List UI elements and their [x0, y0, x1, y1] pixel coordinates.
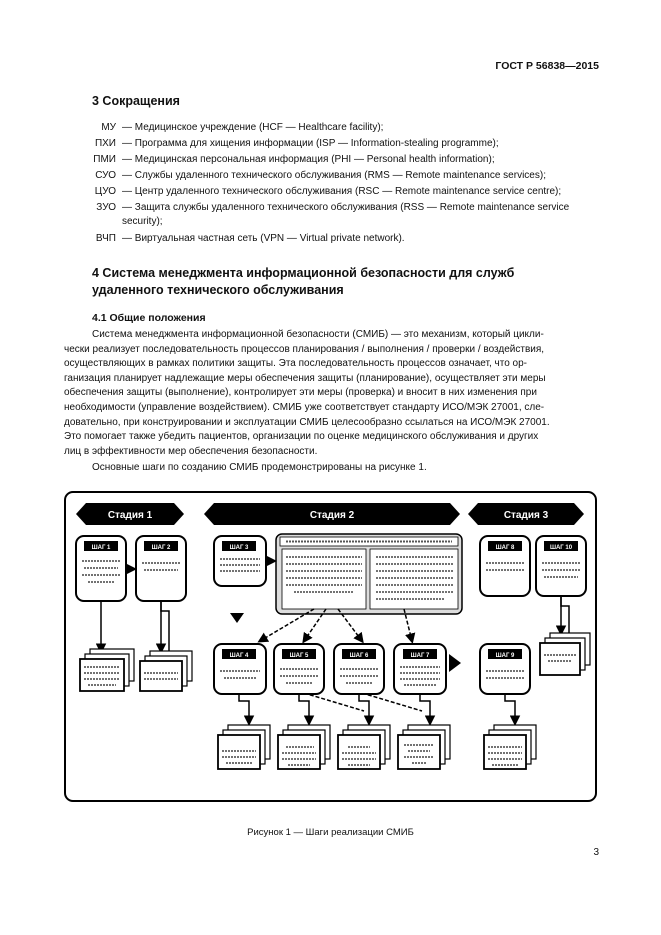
- stage-3-banner: [468, 503, 584, 525]
- abbreviation-definition: — Программа для хищения информации (ISP …: [122, 138, 499, 149]
- step-3-box: ШАГ 3: [213, 535, 267, 587]
- step-6-box: ШАГ 6: [333, 643, 385, 695]
- abbreviation-row: ВЧП — Виртуальная частная сеть (VPN — Vi…: [60, 232, 605, 246]
- abbreviation-term: ЗУО: [96, 202, 116, 213]
- step-6-label: ШАГ 6: [350, 653, 369, 659]
- step-4-box: ШАГ 4: [213, 643, 267, 695]
- paragraph-line: осуществляющих в рамках политики защиты.…: [64, 358, 527, 370]
- step-9-label: ШАГ 9: [496, 653, 515, 659]
- step-7-label: ШАГ 7: [411, 653, 430, 659]
- step-1-box: ШАГ 1: [75, 535, 127, 602]
- flow-arrowhead: [230, 613, 244, 623]
- abbreviation-row: ПХИ — Программа для хищения информации (…: [60, 137, 605, 151]
- step-2-box: ШАГ 2: [135, 535, 187, 602]
- abbreviation-term: ПХИ: [94, 138, 116, 149]
- abbreviation-term: МУ: [101, 122, 116, 133]
- abbreviation-definition: — Центр удаленного технического обслужив…: [122, 186, 562, 197]
- abbreviation-term: ЦУО: [94, 186, 116, 197]
- document-stack-step-2: [139, 650, 193, 692]
- document-stack-step-1: [79, 648, 135, 692]
- abbreviation-term: СУО: [95, 170, 116, 181]
- document-stack-step-7: [397, 724, 451, 770]
- paragraph-line: Система менеджмента информационной безоп…: [92, 329, 544, 340]
- paragraph-line: довательно, при конструировании и эксплу…: [64, 416, 550, 428]
- abbreviation-row: МУ — Медицинское учреждение (HCF — Healt…: [60, 121, 605, 135]
- stage-1-label: Стадия 1: [108, 510, 153, 521]
- paragraph-line: обеспечения защиты (выполнение), контрол…: [64, 387, 537, 399]
- stage-2-banner: [204, 503, 460, 525]
- step-10-box: ШАГ 10: [535, 535, 587, 597]
- paragraph-line: ганизация планирует надлежащие меры обес…: [64, 372, 546, 384]
- step-4-label: ШАГ 4: [230, 653, 249, 659]
- section-3-heading: 3 Сокращения: [92, 94, 180, 108]
- abbreviation-definition: — Медицинская персональная информация (P…: [122, 154, 495, 165]
- abbreviation-row: ПМИ — Медицинская персональная информаци…: [60, 153, 605, 167]
- step-3-details-panel: [275, 533, 463, 615]
- stage-2-label: Стадия 2: [310, 510, 355, 521]
- step-8-label: ШАГ 8: [496, 545, 515, 551]
- document-stack-step-10: [539, 632, 591, 676]
- isms-steps-diagram: Стадия 1 Стадия 2 Стадия 3 ШАГ 1 ШАГ 2 Ш…: [64, 491, 597, 802]
- abbreviation-definition: — Защита службы удаленного технического …: [122, 202, 570, 227]
- step-5-box: ШАГ 5: [273, 643, 325, 695]
- paragraph-line: Это помогает также убедить пациентов, ор…: [64, 431, 539, 443]
- abbreviation-row: ЗУО — Защита службы удаленного техническ…: [60, 201, 605, 229]
- figure-reference-paragraph: Основные шаги по созданию СМИБ продемонс…: [92, 462, 427, 473]
- document-stack-step-9: [483, 724, 537, 770]
- paragraph-line: чески реализует последовательность проце…: [64, 343, 545, 355]
- document-standard-number: ГОСТ Р 56838—2015: [495, 60, 599, 72]
- section-4-heading: 4 Система менеджмента информационной без…: [92, 266, 515, 297]
- flow-arrowhead: [449, 654, 461, 672]
- step-1-label: ШАГ 1: [92, 545, 111, 551]
- step-10-label: ШАГ 10: [550, 545, 573, 551]
- body-paragraph: Система менеджмента информационной безоп…: [64, 328, 602, 459]
- step-2-label: ШАГ 2: [152, 545, 171, 551]
- document-stack-step-5: [277, 724, 331, 770]
- abbreviation-definition: — Службы удаленного технического обслужи…: [122, 170, 546, 181]
- stage-1-banner: [76, 503, 184, 525]
- step-5-label: ШАГ 5: [290, 653, 309, 659]
- step-8-box: ШАГ 8: [479, 535, 531, 597]
- document-stack-step-6: [337, 724, 391, 770]
- stage-3-label: Стадия 3: [504, 510, 549, 521]
- abbreviation-term: ПМИ: [93, 154, 116, 165]
- document-stack-step-4: [217, 724, 271, 770]
- abbreviation-row: ЦУО — Центр удаленного технического обсл…: [60, 185, 605, 199]
- abbreviation-definition: — Виртуальная частная сеть (VPN — Virtua…: [122, 233, 405, 244]
- page-number: 3: [593, 847, 599, 858]
- abbreviation-row: СУО — Службы удаленного технического обс…: [60, 169, 605, 183]
- abbreviation-term: ВЧП: [95, 233, 116, 244]
- diagram-frame: [64, 491, 597, 802]
- step-9-box: ШАГ 9: [479, 643, 531, 695]
- figure-caption: Рисунок 1 — Шаги реализации СМИБ: [247, 827, 414, 838]
- abbreviation-definition: — Медицинское учреждение (HCF — Healthca…: [122, 122, 384, 133]
- paragraph-line: необходимости (управление воздействием).…: [64, 401, 545, 413]
- step-3-label: ШАГ 3: [230, 545, 249, 551]
- paragraph-line: лиц в эффективности мер обеспечения безо…: [64, 445, 318, 457]
- step-7-box: ШАГ 7: [393, 643, 447, 695]
- section-4-1-heading: 4.1 Общие положения: [92, 312, 206, 324]
